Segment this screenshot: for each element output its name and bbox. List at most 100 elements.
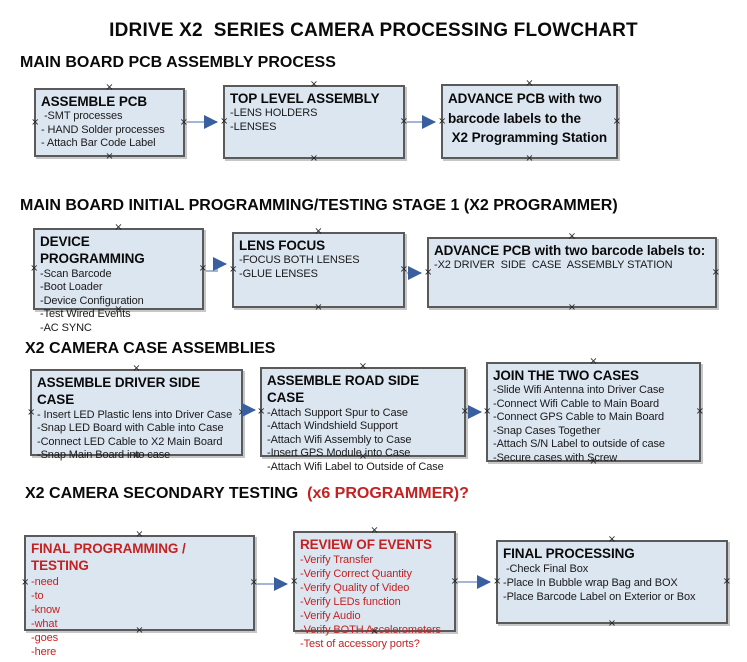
- connection-handle-icon: ×: [399, 264, 408, 275]
- box-item: -X2 DRIVER SIDE CASE ASSEMBLY STATION: [434, 259, 673, 272]
- connection-handle-icon: ×: [438, 115, 447, 127]
- box-item: -AC SYNC: [40, 321, 92, 334]
- box-item: -Check Final Box: [503, 563, 589, 576]
- box-item: -Insert GPS Module into Case: [267, 447, 411, 460]
- connection-handle-icon: ×: [257, 406, 266, 417]
- connection-handle-icon: ×: [567, 302, 577, 313]
- connection-handle-icon: ×: [460, 406, 469, 417]
- box-item: -to: [31, 589, 44, 602]
- connection-handle-icon: ×: [309, 153, 319, 164]
- box-item-list: -Scan Barcode-Boot Loader-Device Configu…: [40, 268, 196, 336]
- connection-handle-icon: ×: [229, 264, 238, 275]
- box-item: -Snap Main Board into case: [37, 449, 171, 462]
- connection-handle-icon: ×: [309, 79, 319, 90]
- box-title: JOIN THE TWO CASES: [493, 368, 639, 383]
- box-item: -Place Barcode Label on Exterior or Box: [503, 591, 696, 604]
- box-item: -goes: [31, 631, 59, 644]
- section-heading-pcb-assembly: MAIN BOARD PCB ASSEMBLY PROCESS: [20, 54, 336, 72]
- flow-box-advance-pcb-programming-station[interactable]: ADVANCE PCB with two barcode labels to t…: [438, 79, 621, 164]
- connection-handle-icon: ×: [105, 82, 114, 93]
- box-item-list: -need-to-know-what-goes-here: [31, 575, 247, 659]
- box-title: REVIEW OF EVENTS: [300, 537, 432, 552]
- box-item-list: -LENS HOLDERS-LENSES: [230, 107, 397, 134]
- section-heading-text: X2 CAMERA SECONDARY TESTING: [25, 485, 308, 502]
- box-item: -Attach Support Spur to Case: [267, 406, 408, 419]
- box-item-list: -Attach Support Spur to Case-Attach Wind…: [267, 407, 458, 475]
- connection-handle-icon: ×: [314, 302, 323, 313]
- connection-handle-icon: ×: [135, 529, 144, 540]
- box-item-list: -Verify Transfer-Verify Correct Quantity…: [300, 553, 448, 651]
- flow-box-top-level-assembly[interactable]: TOP LEVEL ASSEMBLY -LENS HOLDERS-LENSES …: [220, 80, 408, 164]
- page-title: IDRIVE X2 SERIES CAMERA PROCESSING FLOWC…: [109, 20, 638, 41]
- box-item: -Verify Correct Quantity: [300, 568, 412, 581]
- flow-box-final-programming-testing[interactable]: FINAL PROGRAMMING / TESTING -need-to-kno…: [21, 530, 258, 658]
- box-title: TOP LEVEL ASSEMBLY: [230, 91, 380, 106]
- connection-handle-icon: ×: [695, 406, 704, 417]
- flow-box-assemble-driver-side-case[interactable]: ASSEMBLE DRIVER SIDE CASE - Insert LED P…: [27, 364, 246, 462]
- connection-handle-icon: ×: [711, 266, 720, 278]
- connection-handle-icon: ×: [31, 116, 40, 128]
- box-item-list: -X2 DRIVER SIDE CASE ASSEMBLY STATION: [434, 259, 709, 273]
- connection-handle-icon: ×: [483, 406, 492, 417]
- box-item: -what: [31, 617, 58, 630]
- box-item: -LENS HOLDERS: [230, 107, 318, 120]
- box-item: -FOCUS BOTH LENSES: [239, 254, 360, 267]
- box-item: -Attach Windshield Support: [267, 420, 398, 433]
- connection-handle-icon: ×: [237, 406, 246, 418]
- connection-handle-icon: ×: [612, 115, 621, 127]
- connection-handle-icon: ×: [450, 575, 459, 587]
- flow-box-lens-focus[interactable]: LENS FOCUS -FOCUS BOTH LENSES-GLUE LENSE…: [229, 227, 408, 313]
- connection-handle-icon: ×: [567, 231, 577, 242]
- box-title: FINAL PROCESSING: [503, 546, 635, 561]
- box-item-list: - Insert LED Plastic lens into Driver Ca…: [37, 409, 235, 463]
- flow-box-assemble-road-side-case[interactable]: ASSEMBLE ROAD SIDE CASE -Attach Support …: [257, 362, 469, 473]
- flow-box-join-the-two-cases[interactable]: JOIN THE TWO CASES -Slide Wifi Antenna i…: [483, 357, 704, 467]
- box-item: -here: [31, 645, 57, 658]
- box-item: - Attach Bar Code Label: [41, 137, 156, 150]
- box-title: ADVANCE PCB with two barcode labels to t…: [448, 91, 607, 146]
- box-item: - Insert LED Plastic lens into Driver Ca…: [37, 408, 233, 421]
- box-item: -Secure cases with Screw: [493, 451, 618, 464]
- flow-box-assemble-pcb[interactable]: ASSEMBLE PCB -SMT processes- HAND Solder…: [31, 83, 188, 162]
- box-item: -Place In Bubble wrap Bag and BOX: [503, 577, 678, 590]
- connection-handle-icon: ×: [220, 116, 229, 127]
- box-item: -Verify BOTH Accelerometers: [300, 624, 441, 637]
- connection-handle-icon: ×: [525, 153, 534, 164]
- connection-handle-icon: ×: [589, 356, 598, 367]
- box-item: -SMT processes: [41, 110, 123, 123]
- flow-box-review-of-events[interactable]: REVIEW OF EVENTS -Verify Transfer-Verify…: [290, 526, 459, 651]
- box-item: -Attach Wifi Label to Outside of Case: [267, 460, 444, 473]
- box-item-list: -FOCUS BOTH LENSES-GLUE LENSES: [239, 254, 397, 281]
- connection-handle-icon: ×: [314, 226, 323, 237]
- box-item: -Scan Barcode: [40, 267, 112, 280]
- section-heading-initial-programming: MAIN BOARD INITIAL PROGRAMMING/TESTING S…: [20, 197, 618, 215]
- box-item: -Device Configuration: [40, 294, 144, 307]
- box-item: -need: [31, 575, 59, 588]
- connection-handle-icon: ×: [179, 116, 188, 128]
- box-item: -Verify Audio: [300, 610, 361, 623]
- box-item: -Connect GPS Cable to Main Board: [493, 411, 665, 424]
- box-item: -Test of accessory ports?: [300, 638, 420, 651]
- box-item: -Connect LED Cable to X2 Main Board: [37, 435, 223, 448]
- section-heading-case-assemblies: X2 CAMERA CASE ASSEMBLIES: [25, 340, 275, 358]
- box-item-list: -Check Final Box-Place In Bubble wrap Ba…: [503, 562, 720, 604]
- flow-box-advance-pcb-driver-side-station[interactable]: ADVANCE PCB with two barcode labels to: …: [424, 232, 720, 313]
- flow-box-final-processing[interactable]: FINAL PROCESSING -Check Final Box-Place …: [493, 535, 731, 629]
- box-title: LENS FOCUS: [239, 238, 326, 253]
- connection-handle-icon: ×: [105, 151, 114, 162]
- box-item: -Snap LED Board with Cable into Case: [37, 422, 224, 435]
- connection-handle-icon: ×: [493, 576, 502, 587]
- connection-handle-icon: ×: [249, 577, 258, 588]
- box-item: -Verify Transfer: [300, 554, 373, 567]
- connection-handle-icon: ×: [198, 263, 207, 274]
- connection-handle-icon: ×: [21, 577, 30, 588]
- connection-handle-icon: ×: [132, 363, 141, 374]
- box-item: -GLUE LENSES: [239, 267, 318, 280]
- connection-handle-icon: ×: [722, 576, 731, 587]
- flow-box-device-programming[interactable]: DEVICE PROGRAMMING -Scan Barcode-Boot Lo…: [30, 223, 207, 334]
- box-title: ADVANCE PCB with two barcode labels to:: [434, 243, 706, 258]
- box-title: DEVICE PROGRAMMING: [40, 234, 145, 267]
- section-heading-text: MAIN BOARD PCB ASSEMBLY PROCESS: [20, 54, 336, 71]
- connection-handle-icon: ×: [370, 525, 379, 536]
